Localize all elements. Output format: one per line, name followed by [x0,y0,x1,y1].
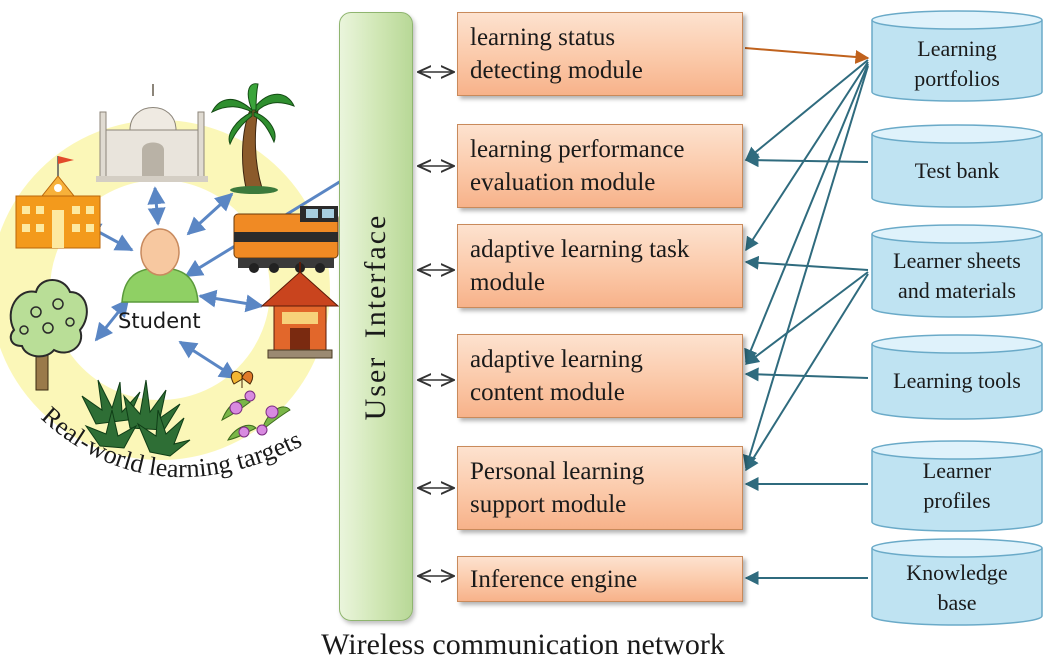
database-test-bank: Test bank [871,124,1043,208]
module-label: adaptive learning task module [470,236,690,296]
connector-portfolios-content [744,63,869,364]
school-icon [15,156,101,249]
connector-sheets-content [744,271,869,365]
module-label: learning performance evaluation module [470,136,685,196]
module-adaptive-task: adaptive learning task module [457,224,743,308]
arrow-student-flower [178,340,238,380]
database-cylinder [871,440,1043,532]
database-cylinder [871,10,1043,102]
module-db-connectors [742,47,870,585]
database-label: Learner sheets and materials [893,248,1021,303]
module-label: Inference engine [470,565,638,593]
arrow-student-tree [94,298,130,342]
database-learning-tools: Learning tools [871,334,1043,420]
module-inference-engine: Inference engine [457,556,743,602]
train-icon [233,206,339,273]
ui-module-connectors [418,72,454,576]
module-label: adaptive learning content module [470,346,643,406]
butterfly-flower-icon [221,370,291,441]
database-label: Learning portfolios [914,36,1000,91]
module-learning-performance: learning performance evaluation module [457,124,743,208]
network-label: Wireless communication network [321,628,725,661]
module-label: Personal learning support module [470,458,645,518]
connector-status-portfolios [744,47,870,64]
connector-tools-content [744,367,869,382]
user-interface-bar: User Interface [339,12,413,621]
module-personal-support: Personal learning support module [457,446,743,530]
connector-portfolios-support [742,65,869,470]
user-interface-label: User Interface [359,213,392,420]
database-learning-portfolios: Learning portfolios [871,10,1043,102]
arrow-student-taj [147,186,166,226]
module-label: learning status detecting module [470,24,643,84]
database-learner-sheets: Learner sheets and materials [871,224,1043,318]
connector-testbank-performance [744,153,869,168]
database-cylinder [871,124,1043,208]
database-label: Learner profiles [922,458,992,513]
database-cylinder [871,538,1043,626]
student-label: Student [118,309,201,333]
tree-icon [9,279,88,391]
connector-portfolios-performance [744,59,869,161]
module-adaptive-content: adaptive learning content module [457,334,743,418]
database-learner-profiles: Learner profiles [871,440,1043,532]
database-label: Knowledge base [906,560,1008,615]
database-label: Learning tools [893,368,1021,393]
pagoda-icon [260,262,340,359]
taj-mahal-icon [96,84,208,182]
arrow-student-pagoda [198,289,264,313]
database-cylinder [871,334,1043,420]
shrub-icon [81,379,191,457]
connector-sheets-support [745,273,869,472]
module-learning-status: learning status detecting module [457,12,743,96]
student-icon [121,228,199,303]
database-label: Test bank [914,158,1000,183]
database-cylinder [871,224,1043,318]
palm-tree-icon [210,83,295,194]
connector-portfolios-task [745,61,869,252]
database-knowledge-base: Knowledge base [871,538,1043,626]
